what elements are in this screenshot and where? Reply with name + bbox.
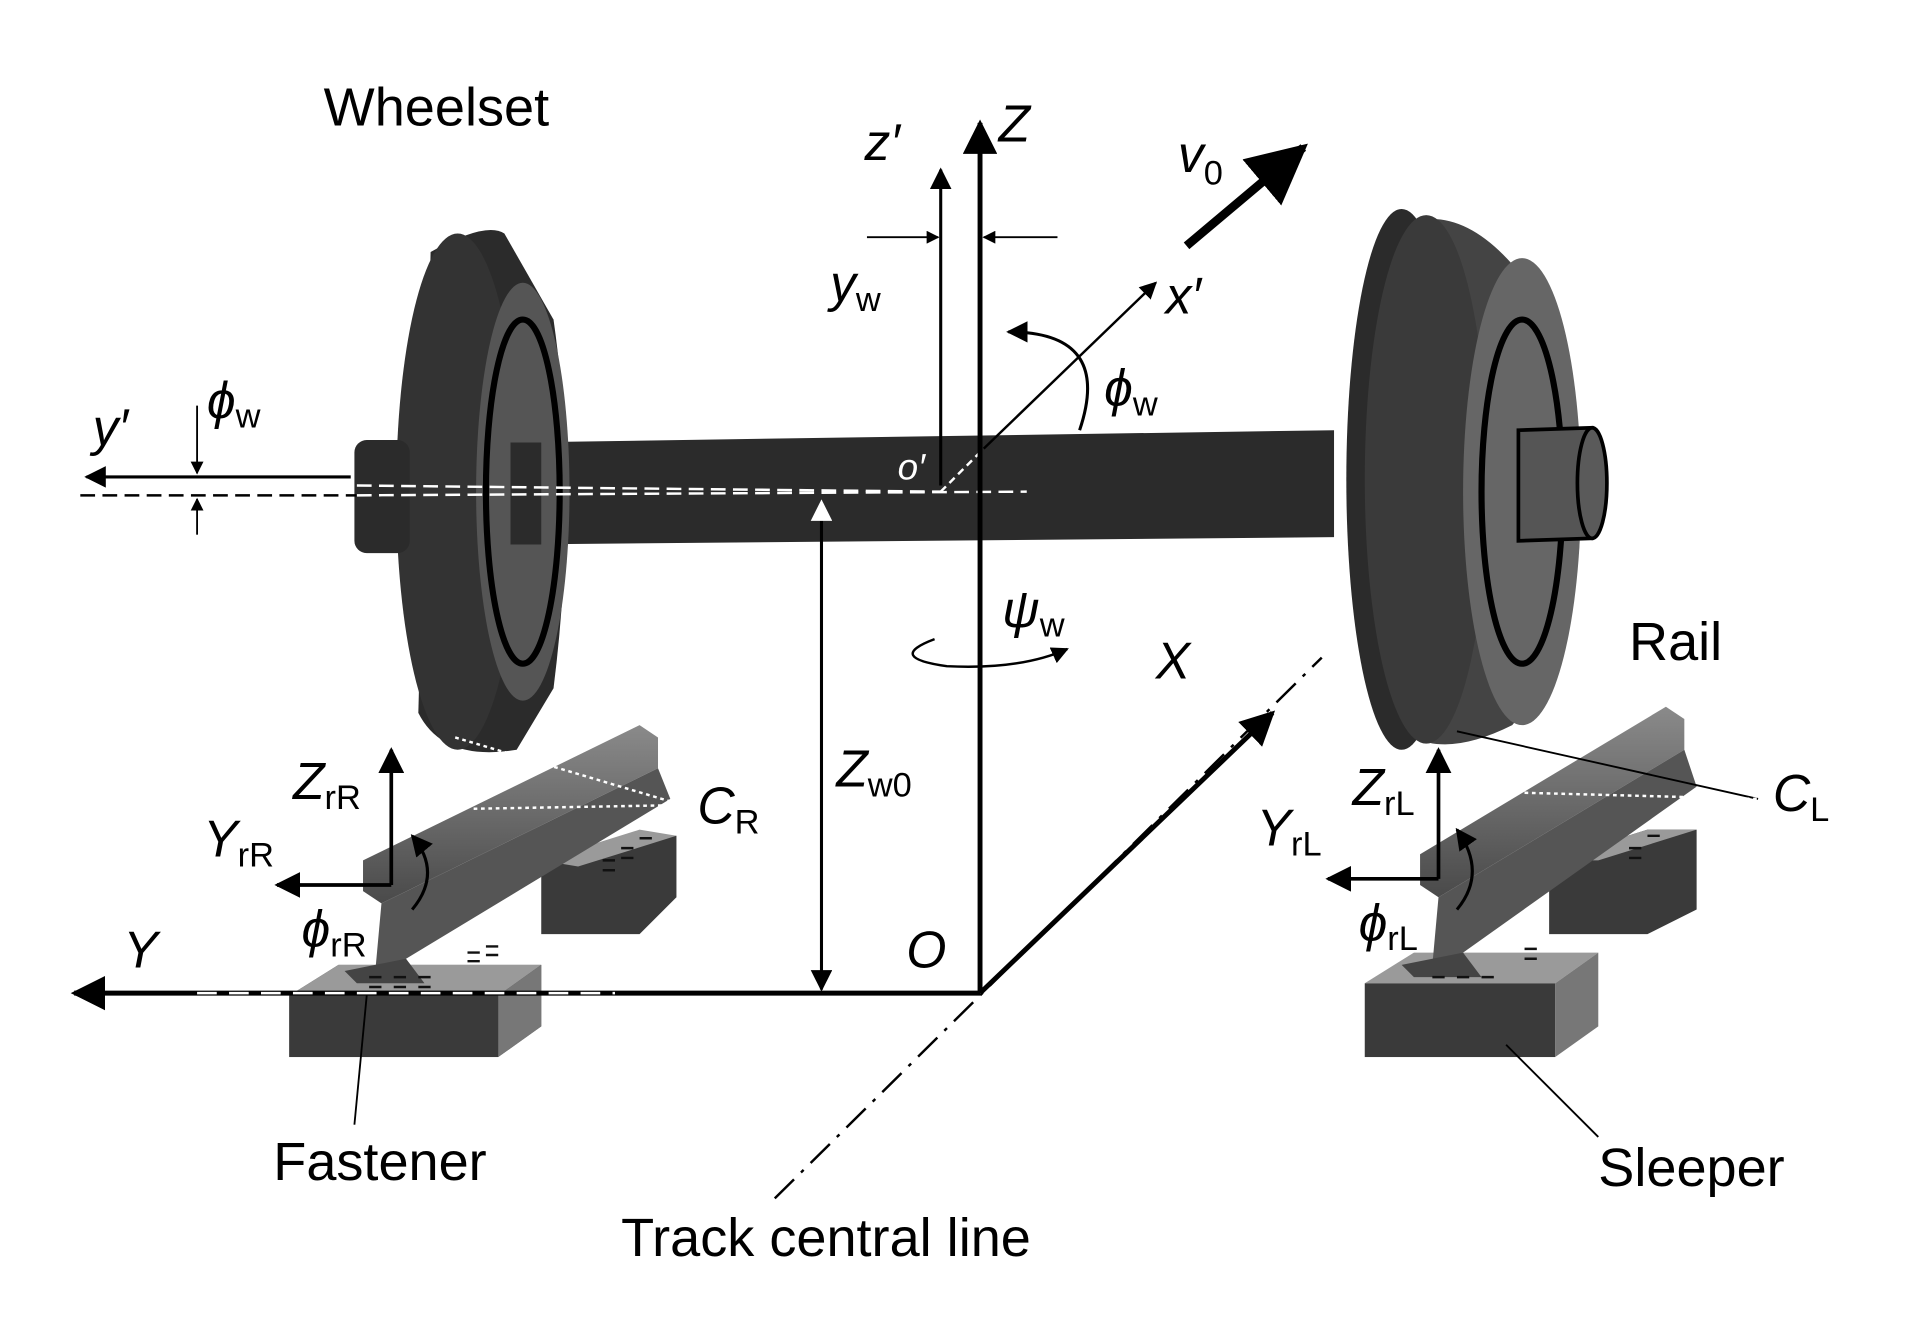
sleeper-right-front [1364, 952, 1599, 1058]
symbol-O: O [906, 920, 946, 978]
label-sleeper: Sleeper [1598, 1138, 1784, 1198]
wheel-left [1346, 208, 1609, 750]
symbol-x-prime: x′ [1163, 266, 1204, 324]
symbol-o-prime: o′ [898, 446, 926, 487]
fastener-springs-right [1432, 834, 1660, 979]
fastener-leader [353, 995, 368, 1125]
label-wheelset: Wheelset [324, 77, 549, 137]
fastener-springs-left [369, 837, 652, 989]
symbol-ZrL: ZrL [1350, 758, 1414, 823]
label-rail: Rail [1629, 612, 1722, 672]
symbol-z-prime: z′ [864, 113, 903, 171]
symbol-phirR: ϕrR [302, 899, 367, 964]
axle-center-lines [80, 447, 1027, 497]
symbol-phi-w-roll: ϕw [1104, 359, 1158, 424]
symbol-phi-w-left: ϕw [207, 371, 261, 436]
roll-arrow-w [1006, 321, 1090, 431]
yaw-arrow [911, 637, 1069, 668]
symbol-YrR: YrR [203, 810, 274, 875]
symbol-CL: CL [1773, 764, 1829, 829]
symbol-yw: yw [827, 254, 881, 319]
wheel-right [354, 230, 570, 753]
symbol-X: X [1155, 631, 1193, 689]
symbol-Z: Z [996, 94, 1031, 152]
label-fastener: Fastener [273, 1132, 486, 1192]
symbol-CR: CR [697, 777, 759, 842]
velocity-arrow [1183, 143, 1308, 250]
x-prime-axis [982, 281, 1158, 450]
label-track-central-line: Track central line [621, 1208, 1031, 1268]
rail-left-side [1401, 706, 1697, 978]
symbol-phirL: ϕrL [1359, 893, 1418, 958]
symbol-y-prime: y′ [90, 398, 131, 456]
symbol-YrL: YrL [1257, 799, 1322, 864]
symbol-ZrR: ZrR [291, 752, 361, 817]
x-axis [978, 710, 1276, 995]
symbol-psi-w: ψw [1002, 580, 1065, 645]
symbol-v0: v0 [1178, 125, 1223, 192]
axes [70, 119, 1759, 1200]
symbol-Y: Y [123, 920, 161, 978]
symbol-Zw0: Zw0 [834, 740, 912, 805]
sleeper-leader [1505, 1044, 1599, 1138]
